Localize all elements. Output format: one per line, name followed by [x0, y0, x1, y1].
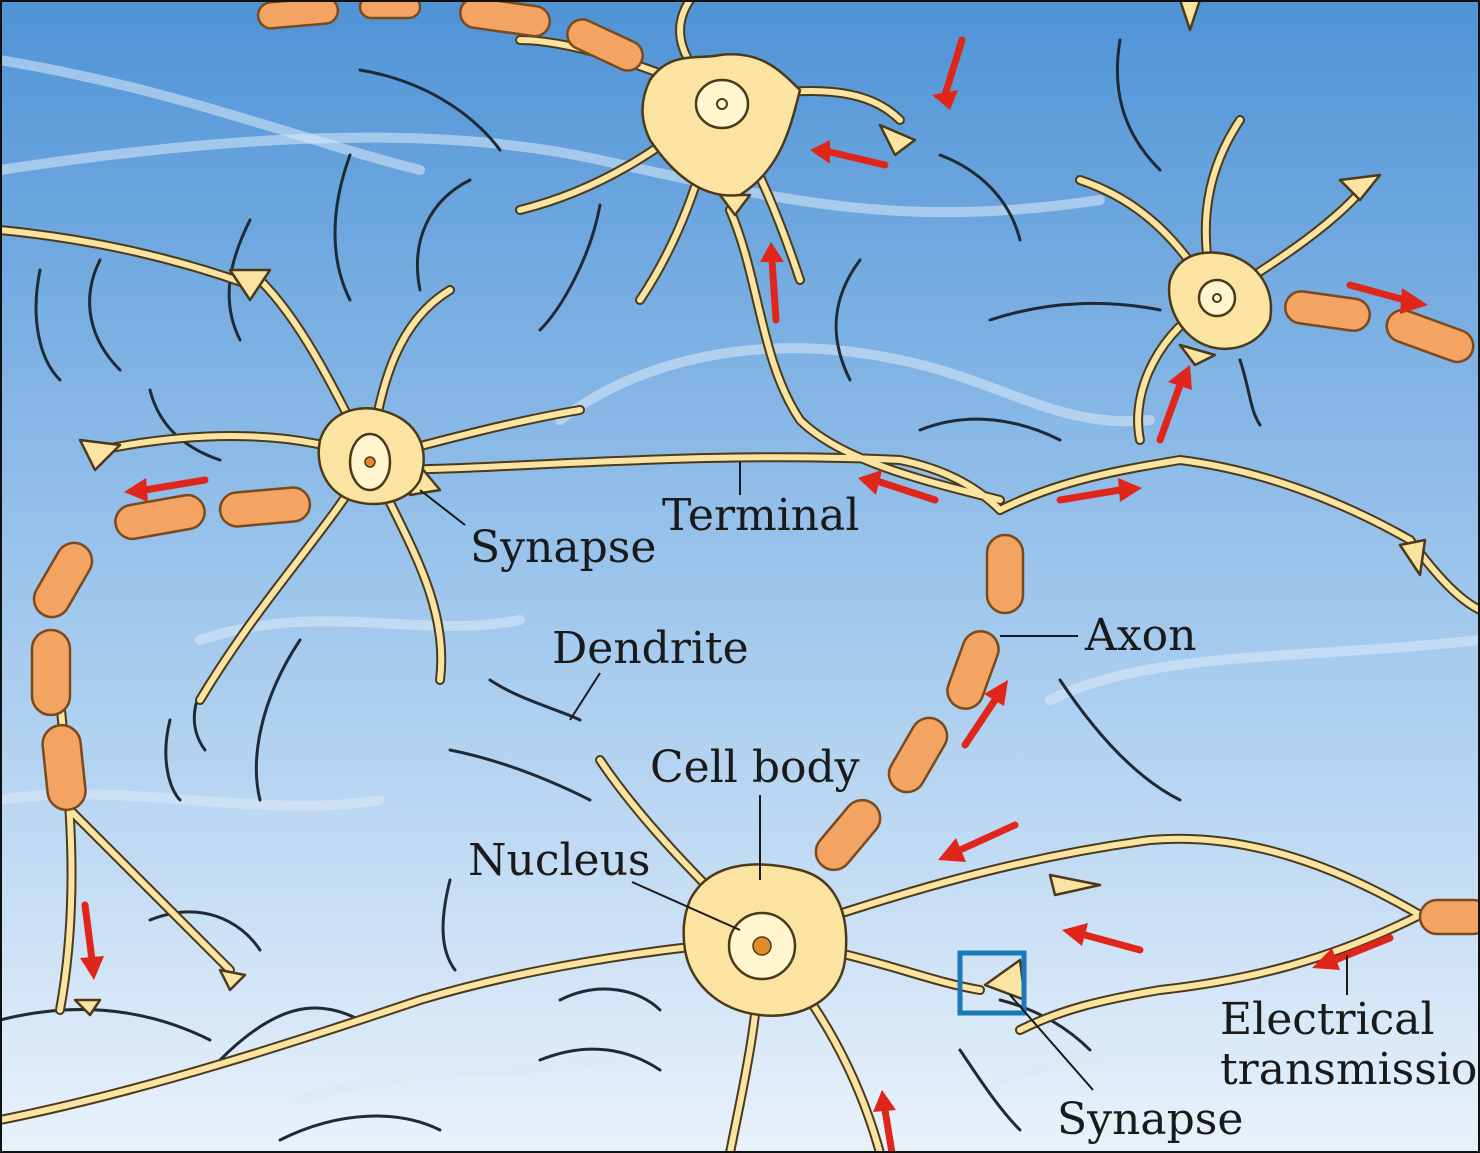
- label-cell-body: Cell body: [650, 742, 860, 793]
- nucleus-top: [696, 80, 748, 128]
- label-terminal: Terminal: [662, 490, 859, 541]
- nucleolus-bottom: [753, 937, 771, 955]
- label-synapse-bottom: Synapse: [1057, 1094, 1243, 1145]
- label-transmission: transmission: [1220, 1044, 1480, 1095]
- label-nucleus: Nucleus: [468, 835, 651, 886]
- nucleus-right: [1199, 280, 1235, 316]
- label-dendrite: Dendrite: [552, 623, 749, 674]
- label-axon: Axon: [1084, 610, 1196, 661]
- label-synapse-top: Synapse: [470, 522, 656, 573]
- label-electrical: Electrical: [1220, 994, 1435, 1045]
